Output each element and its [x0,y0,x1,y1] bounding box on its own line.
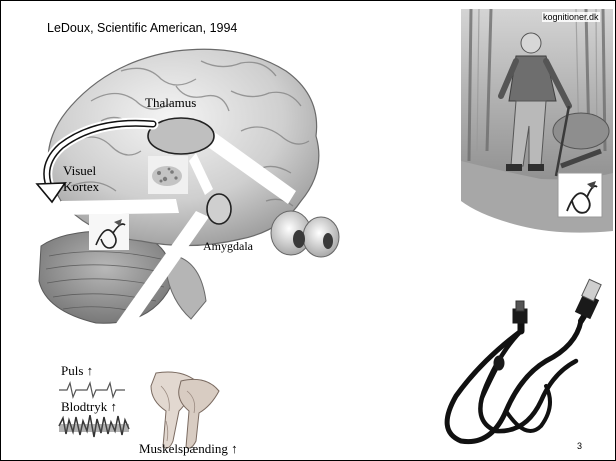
pulse-trace [57,379,127,401]
hiker-snake-image [558,173,602,217]
blood-pressure-label: Blodtryk ↑ [61,399,117,415]
blood-pressure-trace [57,411,132,441]
pulse-label: Puls ↑ [61,363,93,379]
page-number: 3 [577,441,582,451]
citation-text: LeDoux, Scientific American, 1994 [47,21,237,35]
thalamus-snake-image [148,156,188,194]
visual-cortex-label-line2: Kortex [63,179,99,195]
watermark-text: kognitioner.dk [542,12,600,22]
leg-muscle-image [151,372,219,448]
eyes [271,211,339,257]
visual-cortex-label-line1: Visuel [63,163,96,179]
brain-illustration [37,49,339,346]
amygdala-label: Amygdala [203,239,253,254]
thalamus-label: Thalamus [145,95,196,111]
cortex-snake-image [89,214,129,250]
muscle-tension-label: Muskelspænding ↑ [139,441,238,457]
usb-cable-image [447,279,601,441]
